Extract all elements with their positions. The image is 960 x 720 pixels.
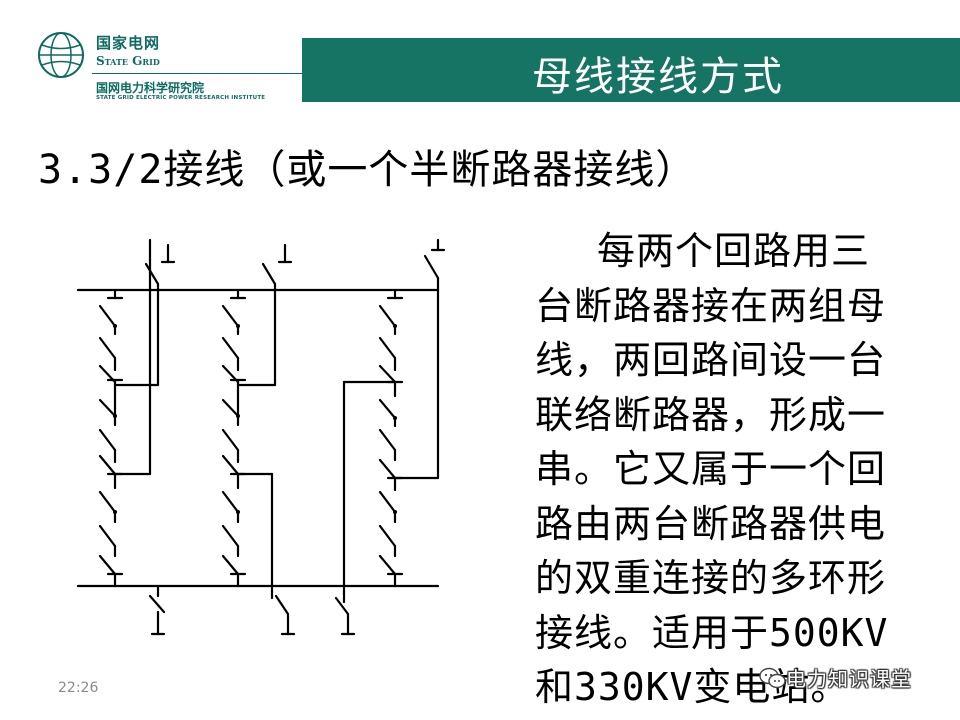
body-line: 和330KV变电站。 <box>535 665 850 709</box>
slide-subheading: 3.3/2接线（或一个半断路器接线） <box>38 147 697 193</box>
string-1 <box>98 238 176 636</box>
logo-company-en: State Grid <box>96 54 160 68</box>
logo-company-cn: 国家电网 <box>96 34 161 52</box>
body-line: 线，两回路间设一台 <box>535 338 887 382</box>
body-line: 串。它又属于一个回 <box>535 447 887 491</box>
title-bar: 母线接线方式 <box>302 38 960 102</box>
body-line: 联络断路器，形成一 <box>535 392 887 437</box>
slide-title: 母线接线方式 <box>532 54 784 100</box>
watermark-text: 电力知识课堂 <box>786 667 912 691</box>
state-grid-logo: 国家电网 State Grid 国网电力科学研究院 STATE GRID ELE… <box>36 28 306 108</box>
logo-institute-cn: 国网电力科学研究院 <box>96 81 205 95</box>
body-line: 台断路器接在两组母 <box>535 283 887 328</box>
body-line: 路由两台断路器供电 <box>535 501 887 546</box>
wechat-icon <box>759 667 786 689</box>
body-line: 的双重连接的多环形 <box>535 556 887 600</box>
state-grid-emblem-icon <box>38 32 84 78</box>
breaker-and-a-half-diagram <box>76 238 446 636</box>
description-text: 每两个回路用三 台断路器接在两组母 线，两回路间设一台 联络断路器，形成一 串。… <box>535 224 935 715</box>
string-3 <box>334 238 446 636</box>
string-2 <box>221 243 296 636</box>
body-line: 每两个回路用三 <box>597 229 871 273</box>
body-line: 接线。适用于500KV <box>535 610 889 655</box>
logo-divider <box>92 73 306 74</box>
logo-institute-en: STATE GRID ELECTRIC POWER RESEARCH INSTI… <box>96 95 266 101</box>
timestamp: 22:26 <box>58 680 99 696</box>
